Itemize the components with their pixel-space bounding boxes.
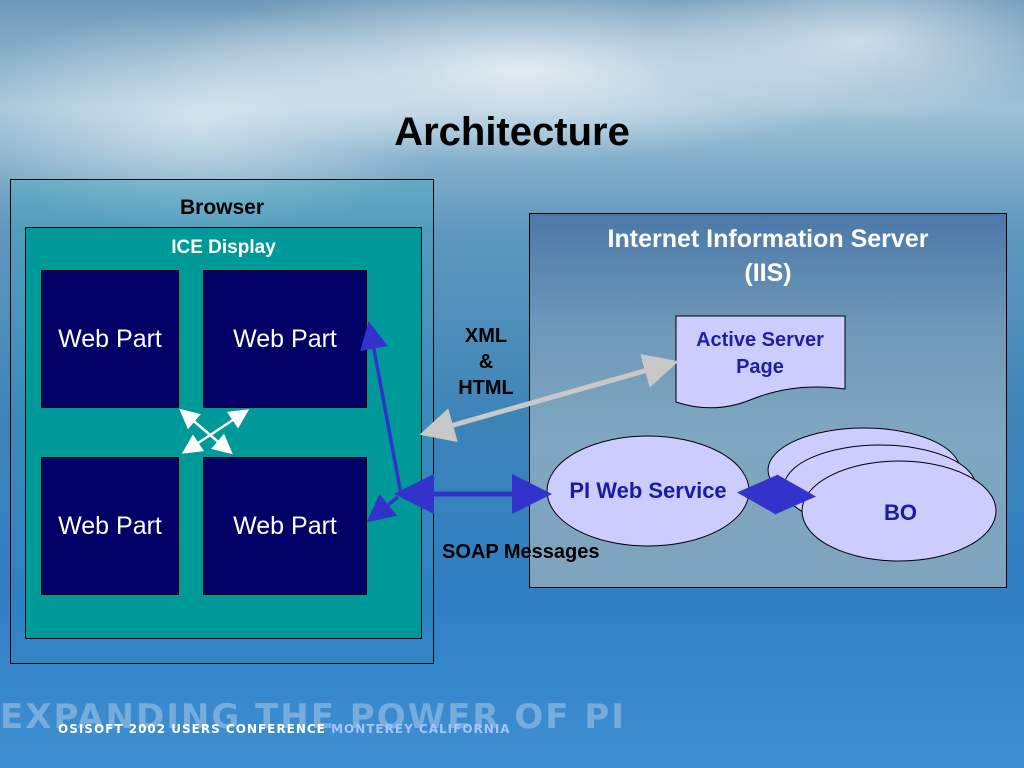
xml-html-line3: HTML <box>458 377 514 399</box>
web-part-bottom-right: Web Part <box>203 457 367 595</box>
xml-html-line2: & <box>478 351 494 373</box>
ice-display-label: ICE Display <box>171 237 276 258</box>
active-server-page-line1: Active Server <box>696 329 824 351</box>
footer-conference: OSISOFT 2002 USERS CONFERENCE MONTEREY C… <box>58 722 511 736</box>
web-part-label: Web Part <box>233 324 337 353</box>
slide-title: Architecture <box>394 110 630 154</box>
web-part-label: Web Part <box>58 324 162 353</box>
conference-name: OSISOFT 2002 USERS CONFERENCE <box>58 722 326 736</box>
active-server-page-line2: Page <box>736 356 784 378</box>
iis-title-line2: (IIS) <box>744 259 792 287</box>
iis-title-line1: Internet Information Server <box>607 225 929 253</box>
web-part-cross-arrow <box>181 409 250 454</box>
web-part-top-right: Web Part <box>203 270 367 408</box>
web-part-label: Web Part <box>58 511 162 540</box>
conference-location: MONTEREY CALIFORNIA <box>331 722 511 736</box>
bo-label: BO <box>884 500 917 525</box>
active-server-page-shape <box>675 315 846 409</box>
active-server-page-label: Active Server Page <box>677 327 843 381</box>
web-part-to-hub-arrow <box>360 321 403 495</box>
xml-html-arrow <box>419 353 679 443</box>
xml-html-line1: XML <box>464 325 508 347</box>
footer-banner: EXPANDING THE POWER OF PI <box>0 697 626 737</box>
soap-messages-label: SOAP Messages <box>442 541 600 563</box>
web-part-to-hub-arrow <box>366 493 400 523</box>
browser-label: Browser <box>179 196 265 219</box>
web-part-top-left: Web Part <box>41 270 179 408</box>
pi-web-service-label: PI Web Service <box>569 478 727 503</box>
web-part-bottom-left: Web Part <box>41 457 179 595</box>
iis-title: Internet Information Server (IIS) <box>529 222 1007 290</box>
web-part-cross-arrow <box>179 408 233 455</box>
xml-html-label: XML & HTML <box>440 323 532 401</box>
pi-to-bo-arrow <box>737 474 816 515</box>
web-part-label: Web Part <box>233 511 337 540</box>
